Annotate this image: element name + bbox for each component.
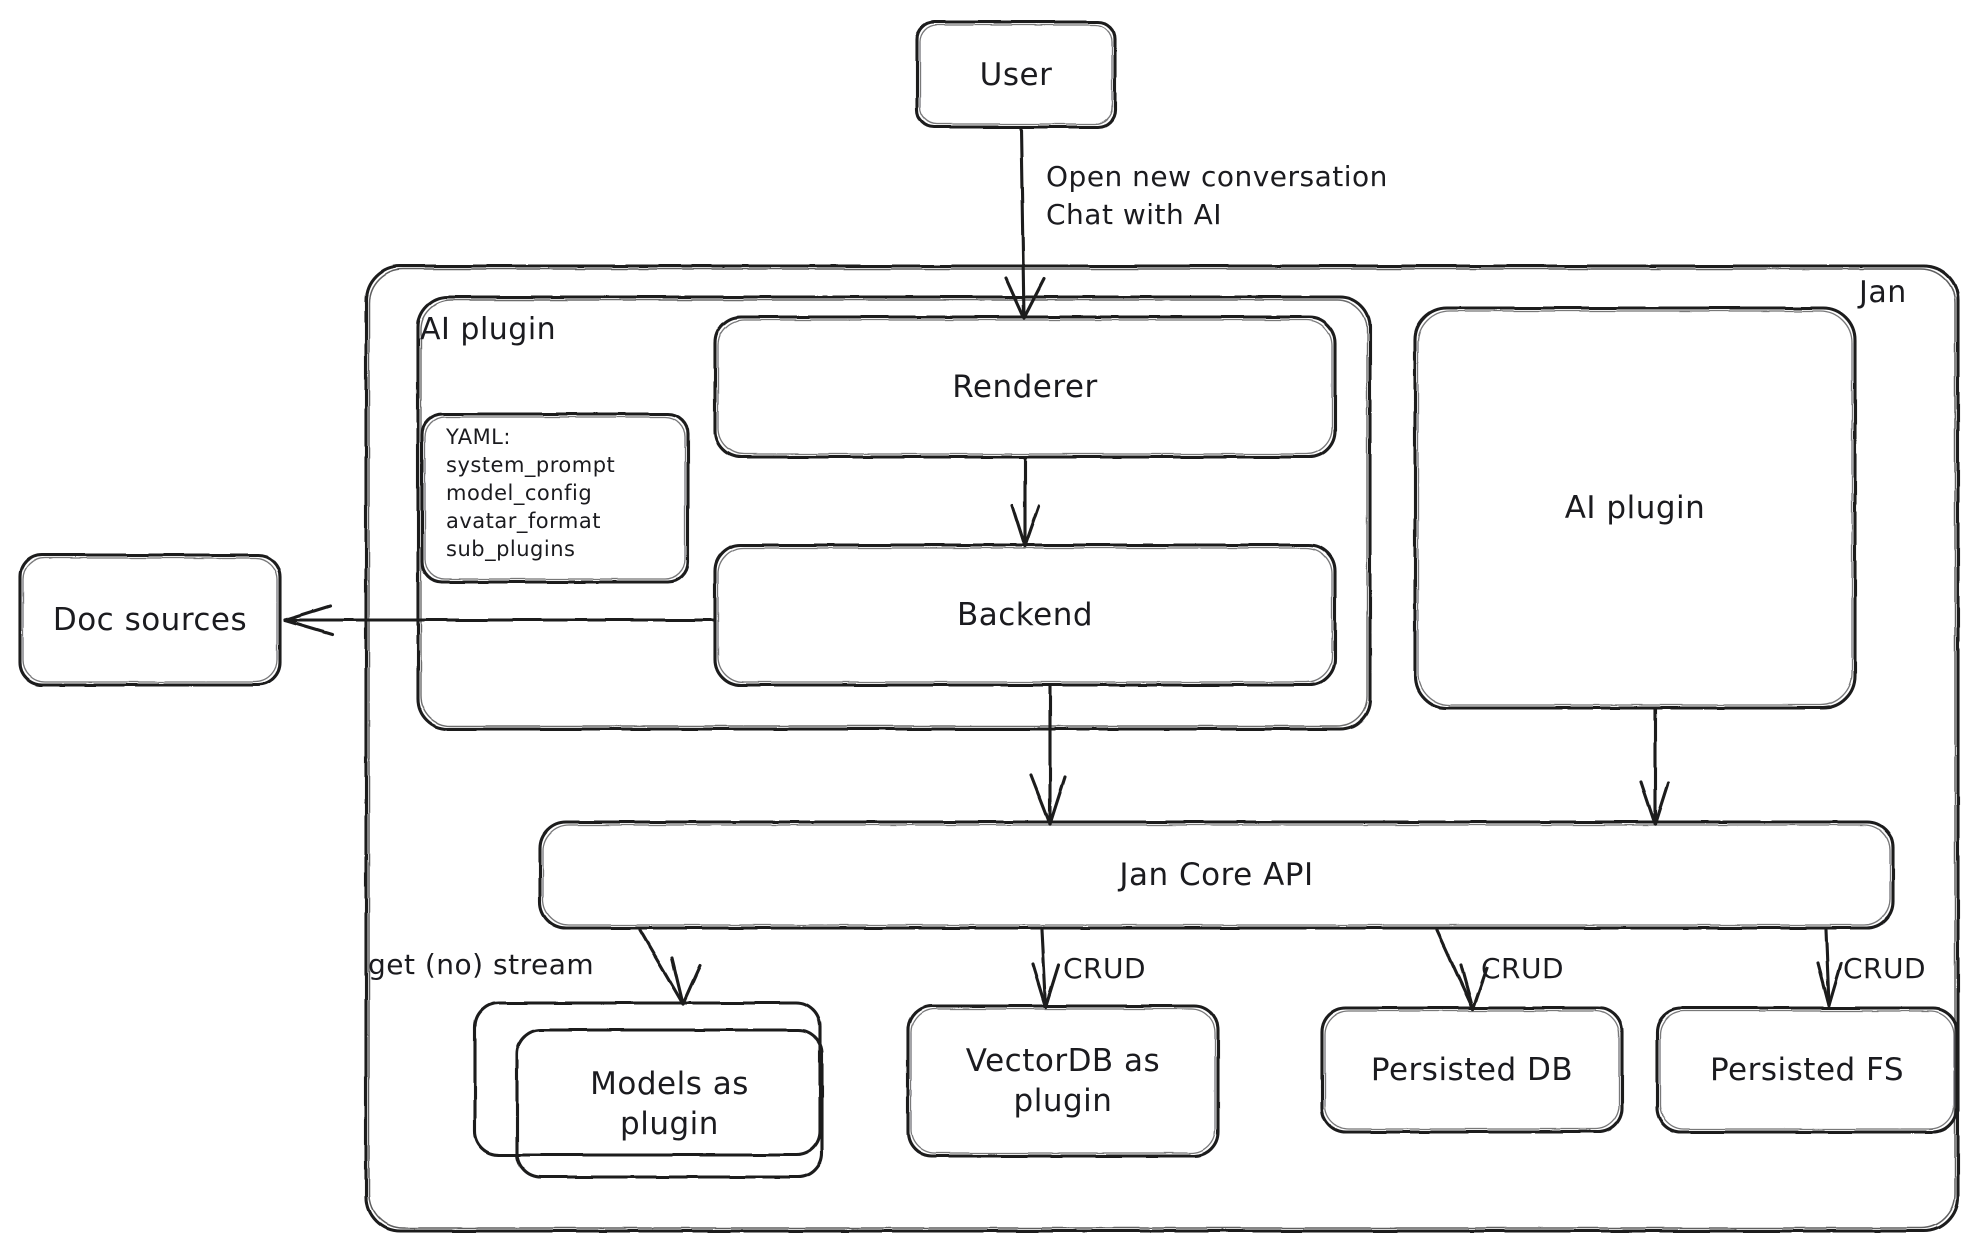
yaml-card: YAML: system_prompt model_config avatar_… [446, 424, 616, 561]
node-ai-plugin-right-outline [1413, 306, 1857, 710]
node-backend-outline [713, 543, 1337, 687]
edge-core-api-to-persisted-db [1435, 928, 1475, 1011]
node-persisted-db-outline [1320, 1006, 1624, 1134]
node-yaml-outline [420, 412, 690, 584]
yaml-key-system-prompt: system_prompt [446, 453, 616, 477]
yaml-heading: YAML: [446, 425, 511, 449]
group-ai-plugin-outline [416, 295, 1372, 731]
edge-user-to-renderer [1019, 126, 1026, 320]
node-core-api-outline [538, 820, 1895, 930]
node-vectordb-outline [906, 1004, 1220, 1158]
edge-core-api-to-models [638, 928, 685, 1006]
node-doc-sources-outline [18, 553, 282, 687]
node-models-front-outline [515, 1028, 824, 1179]
node-models-back-outline [473, 1001, 822, 1157]
node-renderer-outline [713, 315, 1337, 459]
node-persisted-fs-outline [1655, 1006, 1959, 1134]
node-user-outline [915, 20, 1117, 129]
edge-core-api-to-vectordb [1040, 928, 1048, 1009]
yaml-key-avatar-format: avatar_format [446, 509, 601, 533]
yaml-key-model-config: model_config [446, 481, 593, 505]
edge-core-api-to-persisted-fs [1824, 928, 1831, 1007]
group-jan-outline [364, 264, 1960, 1233]
